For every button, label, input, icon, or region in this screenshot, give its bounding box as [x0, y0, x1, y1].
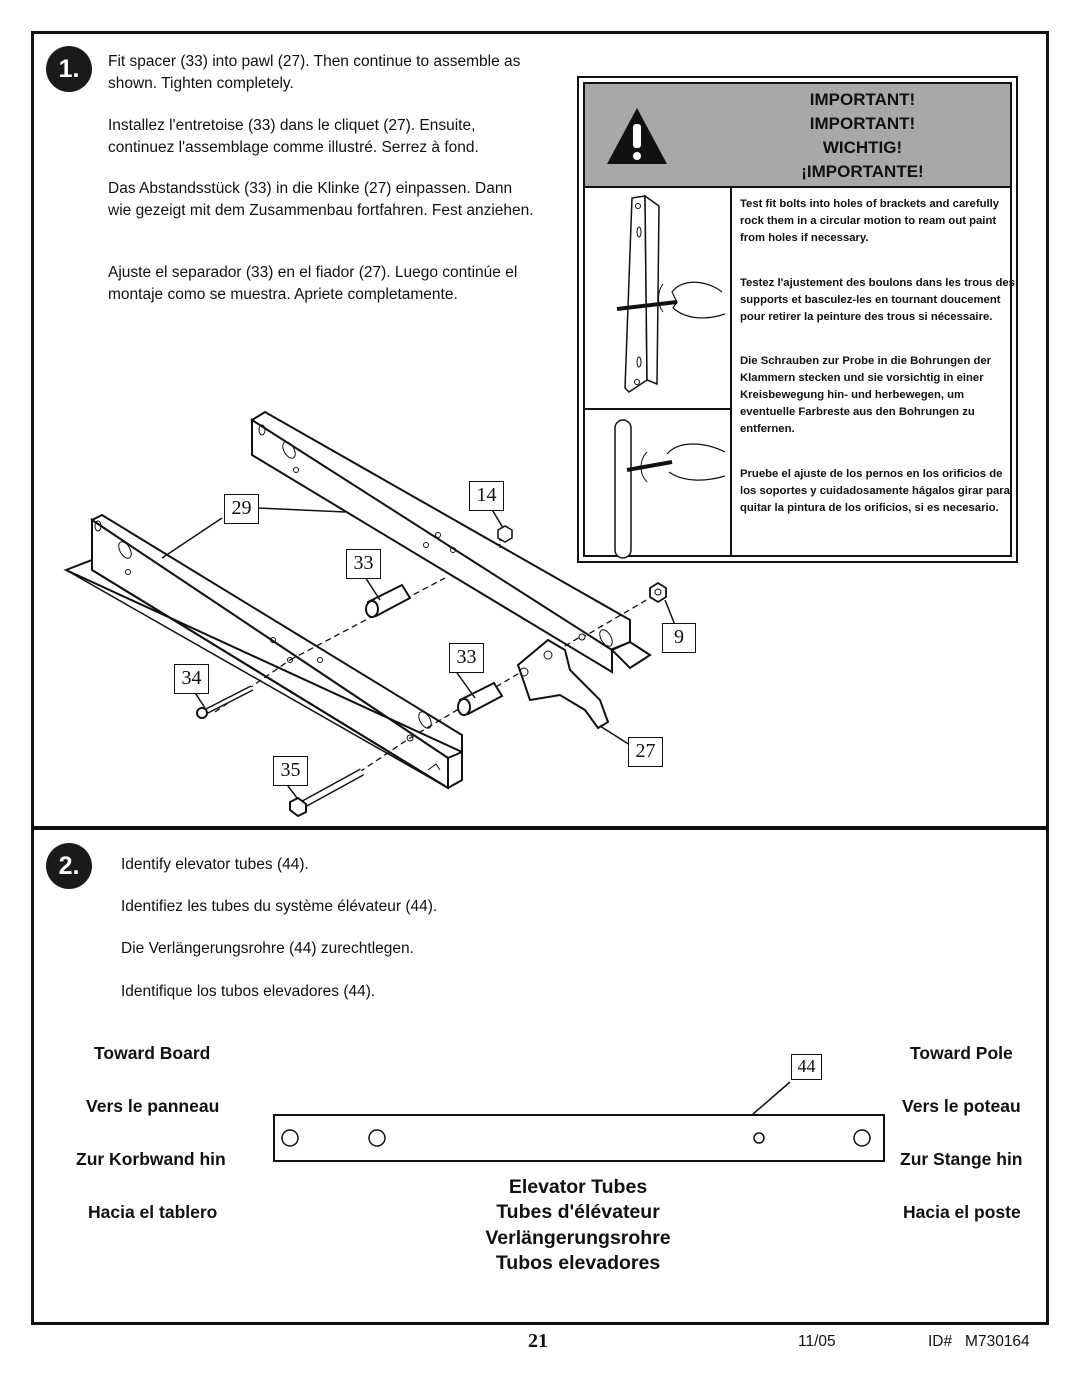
warning-title-es: ¡IMPORTANTE!	[801, 162, 924, 181]
callout-44: 44	[791, 1054, 822, 1080]
step2-instruction-en: Identify elevator tubes (44).	[121, 856, 309, 873]
nut-14	[497, 525, 513, 543]
spacer-upper	[365, 583, 412, 618]
bolt-34	[196, 685, 254, 719]
bolt-35	[289, 768, 364, 818]
tube-title-es: Tubos elevadores	[495, 1252, 661, 1274]
step2-instruction-fr: Identifiez les tubes du système élévateu…	[121, 898, 438, 915]
important-notice-box: IMPORTANT! IMPORTANT! WICHTIG! ¡IMPORTAN…	[577, 76, 1018, 563]
warning-title-fr: IMPORTANT!	[809, 114, 916, 133]
important-notice-header: IMPORTANT! IMPORTANT! WICHTIG! ¡IMPORTAN…	[585, 84, 1010, 188]
tube-hole-3	[753, 1132, 765, 1144]
tube-hole-2	[368, 1129, 386, 1147]
footer-document-id: ID# M730164	[928, 1333, 1030, 1350]
callout-29: 29	[224, 494, 259, 524]
tube-test-fit-illustration	[614, 419, 726, 559]
step1-instruction-fr: Installez l'entretoise (33) dans le cliq…	[108, 117, 479, 156]
label-toward-board-fr: Vers le panneau	[86, 1096, 220, 1116]
tube-title-en: Elevator Tubes	[508, 1176, 648, 1198]
warning-title-en: IMPORTANT!	[809, 90, 916, 109]
warning-column-divider	[730, 188, 732, 555]
callout-14: 14	[469, 481, 504, 511]
step1-instruction-es: Ajuste el separador (33) en el fiador (2…	[108, 264, 518, 303]
bracket-test-fit-illustration	[616, 194, 726, 393]
warning-text-en: Test fit bolts into holes of brackets an…	[740, 198, 1000, 244]
pawl	[516, 638, 610, 730]
tube-title-fr: Tubes d'élévateur	[496, 1201, 660, 1223]
label-toward-pole-en: Toward Pole	[910, 1043, 1013, 1063]
callout-33-upper: 33	[346, 549, 381, 579]
label-toward-pole-es: Hacia el poste	[903, 1202, 1021, 1222]
step-1-number: 1.	[46, 46, 92, 92]
warning-row-divider	[585, 408, 732, 410]
step-divider	[31, 826, 1049, 830]
elevator-tube-diagram	[273, 1081, 885, 1162]
warning-text-de: Die Schrauben zur Probe in die Bohrungen…	[740, 355, 992, 435]
step2-instruction-es: Identifique los tubos elevadores (44).	[121, 983, 376, 1000]
step1-instruction-en: Fit spacer (33) into pawl (27). Then con…	[108, 53, 521, 92]
callout-9: 9	[662, 623, 696, 653]
tube-hole-4	[853, 1129, 871, 1147]
nut-9	[649, 581, 667, 604]
spacer-lower	[457, 681, 504, 716]
page-number: 21	[528, 1330, 548, 1352]
tube-title-de: Verlängerungsrohre	[485, 1227, 671, 1249]
step1-instruction-de: Das Abstandsstück (33) in die Klinke (27…	[108, 180, 534, 219]
warning-text-fr: Testez l'ajustement des boulons dans les…	[740, 277, 1015, 323]
step2-instruction-de: Die Verlängerungsrohre (44) zurechtlegen…	[121, 940, 414, 957]
important-notice-inner: IMPORTANT! IMPORTANT! WICHTIG! ¡IMPORTAN…	[583, 82, 1015, 559]
label-toward-pole-de: Zur Stange hin	[900, 1149, 1023, 1169]
page-frame	[31, 31, 1049, 1325]
label-toward-board-en: Toward Board	[94, 1043, 211, 1063]
warning-title-de: WICHTIG!	[822, 138, 903, 157]
tube-hole-1	[281, 1129, 299, 1147]
label-toward-board-es: Hacia el tablero	[88, 1202, 218, 1222]
step-2-number: 2.	[46, 843, 92, 889]
callout-27: 27	[628, 737, 663, 767]
footer-date: 11/05	[798, 1333, 836, 1350]
callout-34: 34	[174, 664, 209, 694]
callout-35: 35	[273, 756, 308, 786]
warning-triangle-icon	[607, 108, 667, 164]
label-toward-pole-fr: Vers le poteau	[902, 1096, 1021, 1116]
rail-assembly-diagram	[63, 410, 676, 818]
callout-33-lower: 33	[449, 643, 484, 673]
warning-text-es: Pruebe el ajuste de los pernos en los or…	[740, 468, 1010, 514]
label-toward-board-de: Zur Korbwand hin	[76, 1149, 226, 1169]
